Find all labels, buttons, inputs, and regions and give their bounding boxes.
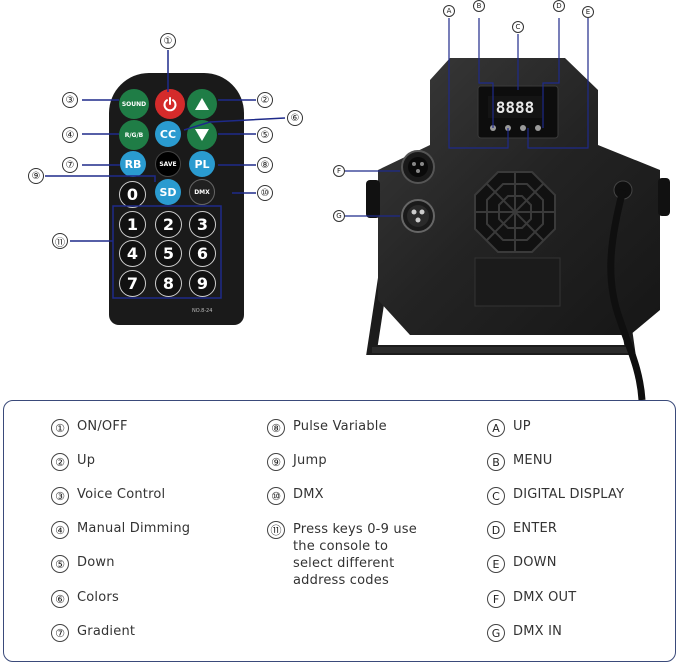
callout-8: ⑧	[257, 157, 273, 173]
legend-item: ⑧ Pulse Variable	[267, 419, 387, 437]
callout-3: ③	[62, 92, 78, 108]
legend-item: ② Up	[51, 453, 95, 471]
legend-item: B MENU	[487, 453, 552, 471]
callout-11: ⑪	[52, 233, 68, 249]
legend-item: ④ Manual Dimming	[51, 521, 190, 539]
callout-c: C	[512, 21, 524, 33]
callout-e: E	[582, 6, 594, 18]
callout-2: ②	[257, 92, 273, 108]
callout-g: G	[333, 210, 345, 222]
legend-box: ① ON/OFF ② Up ③ Voice Control ④ Manual D…	[3, 400, 676, 662]
legend-item: ⑩ DMX	[267, 487, 324, 505]
callout-10: ⑩	[257, 185, 273, 201]
legend-item: ⑨ Jump	[267, 453, 327, 471]
callout-9: ⑨	[28, 168, 44, 184]
callout-a: A	[443, 5, 455, 17]
callout-d: D	[553, 0, 565, 12]
legend-item: ③ Voice Control	[51, 487, 165, 505]
legend-item: D ENTER	[487, 521, 557, 539]
callout-6: ⑥	[287, 110, 303, 126]
callout-5: ⑤	[257, 127, 273, 143]
legend-item: ⑥ Colors	[51, 590, 119, 608]
callout-f: F	[333, 165, 345, 177]
legend-item: C DIGITAL DISPLAY	[487, 487, 624, 505]
legend-item: A UP	[487, 419, 531, 437]
callout-b: B	[473, 0, 485, 12]
legend-item: E DOWN	[487, 555, 557, 573]
legend-item: ⑪ Press keys 0-9 use the console to sele…	[267, 521, 423, 589]
callout-4: ④	[62, 127, 78, 143]
legend-item: ⑤ Down	[51, 555, 115, 573]
legend-item: ⑦ Gradient	[51, 624, 135, 642]
legend-item: G DMX IN	[487, 624, 562, 642]
callout-1: ①	[160, 33, 176, 49]
legend-item: ① ON/OFF	[51, 419, 128, 437]
device-callout-lines	[330, 0, 679, 240]
callout-7: ⑦	[62, 157, 78, 173]
legend-item: F DMX OUT	[487, 590, 576, 608]
